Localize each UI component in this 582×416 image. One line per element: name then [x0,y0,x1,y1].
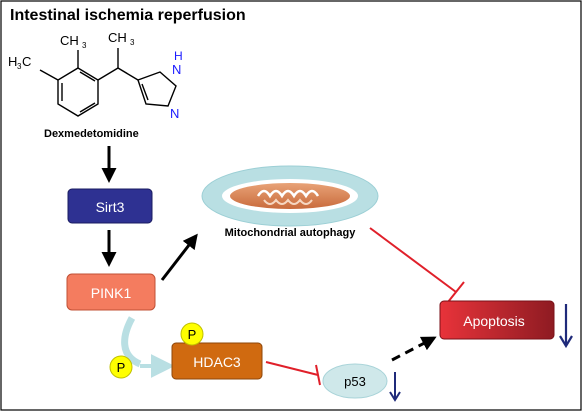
sirt3-label: Sirt3 [96,199,125,215]
phospho-label-2: P [188,327,197,342]
nh-n-label: N [172,62,181,77]
arrow-p53-to-apoptosis [391,336,437,362]
figure-title: Intestinal ischemia reperfusion [10,7,246,24]
apoptosis-down-arrowhead-icon [559,335,573,349]
phosphorylation-curve [121,316,142,368]
hdac3-label: HDAC3 [193,354,241,370]
phospho-label-1: P [117,360,126,375]
mitochondria-graphic [201,165,379,227]
ch3-branch-subscript: 3 [130,38,135,47]
phospho-circle-2: P [180,322,204,346]
h3c-h-label: H [8,54,17,69]
pink1-node: PINK1 [66,273,156,311]
h3c-c-label: C [22,54,31,69]
dexmedetomidine-structure [39,48,177,117]
dexmedetomidine-labels: CH 3 CH 3 H 3 C H N N Dexmedetomidine [8,30,183,140]
inhibition-mitophagy-apoptosis [369,227,465,303]
hdac3-node: HDAC3 [171,342,263,380]
nh-h-label: H [174,49,183,63]
inhibition-hdac3-p53 [265,361,321,386]
dexmedetomidine-name: Dexmedetomidine [44,128,139,140]
p53-label: p53 [344,374,366,389]
arrow-pink1-to-mitophagy [160,233,198,281]
sirt3-node: Sirt3 [67,188,153,224]
pink1-label: PINK1 [91,285,132,301]
imidazole-n-label: N [170,106,179,121]
ch3-top-label: CH [60,33,79,48]
ch3-branch-label: CH [108,30,127,45]
ch3-top-subscript: 3 [82,41,87,50]
apoptosis-label: Apoptosis [463,313,524,329]
phospho-circle-1: P [109,355,133,379]
apoptosis-node: Apoptosis [439,300,555,340]
p53-down-arrowhead-icon [389,391,401,402]
mitophagy-label: Mitochondrial autophagy [225,227,357,239]
p53-node: p53 [322,363,388,399]
h3c-subscript: 3 [17,62,22,71]
